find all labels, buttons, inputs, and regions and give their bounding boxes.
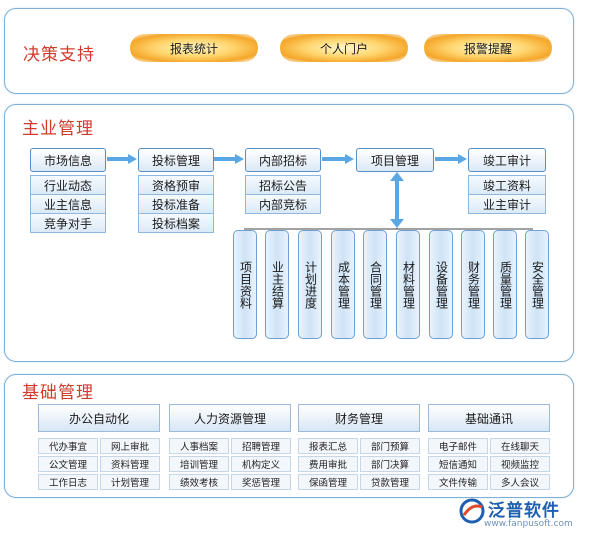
group-market-info-item[interactable]: 竞争对手 bbox=[30, 213, 106, 233]
main-business-title: 主业管理 bbox=[22, 119, 94, 139]
category-item[interactable]: 工作日志 bbox=[38, 474, 98, 490]
category-item[interactable]: 部门预算 bbox=[360, 438, 420, 454]
module-contract-management[interactable]: 合同管理 bbox=[363, 230, 387, 339]
category-human-resources: 人力资源管理 人事档案 招聘管理 培训管理 机构定义 绩效考核 奖惩管理 bbox=[169, 404, 291, 490]
category-item[interactable]: 培训管理 bbox=[169, 456, 229, 472]
category-item[interactable]: 保函管理 bbox=[298, 474, 358, 490]
category-item[interactable]: 在线聊天 bbox=[490, 438, 550, 454]
flow-arrow-icon bbox=[435, 154, 467, 164]
module-cost-management[interactable]: 成本管理 bbox=[331, 230, 355, 339]
category-item[interactable]: 费用审批 bbox=[298, 456, 358, 472]
base-management-title: 基础管理 bbox=[22, 383, 94, 403]
decision-support-title: 决策支持 bbox=[23, 45, 95, 65]
category-item[interactable]: 代办事宜 bbox=[38, 438, 98, 454]
group-internal-tender-head[interactable]: 内部招标 bbox=[245, 148, 321, 172]
category-item[interactable]: 视频监控 bbox=[490, 456, 550, 472]
group-market-info-head[interactable]: 市场信息 bbox=[30, 148, 106, 172]
pill-personal-portal[interactable]: 个人门户 bbox=[280, 34, 408, 62]
group-bid-management-item[interactable]: 投标准备 bbox=[138, 194, 214, 214]
group-bid-management-item[interactable]: 投标档案 bbox=[138, 213, 214, 233]
category-item[interactable]: 文件传输 bbox=[428, 474, 488, 490]
module-finance-management[interactable]: 财务管理 bbox=[461, 230, 485, 339]
module-material-management[interactable]: 材料管理 bbox=[396, 230, 420, 339]
category-item[interactable]: 多人会议 bbox=[490, 474, 550, 490]
group-bid-management-item[interactable]: 资格预审 bbox=[138, 175, 214, 195]
fanpu-logo-icon bbox=[459, 498, 485, 524]
group-bid-management-head[interactable]: 投标管理 bbox=[138, 148, 214, 172]
module-quality-management[interactable]: 质量管理 bbox=[493, 230, 517, 339]
module-owner-settlement[interactable]: 业主结算 bbox=[265, 230, 289, 339]
category-office-automation-head[interactable]: 办公自动化 bbox=[38, 404, 160, 432]
pill-report-statistics[interactable]: 报表统计 bbox=[130, 34, 258, 62]
logo-url: www.fanpusoft.com bbox=[484, 519, 573, 529]
group-completion-audit-head[interactable]: 竣工审计 bbox=[468, 148, 546, 172]
category-item[interactable]: 绩效考核 bbox=[169, 474, 229, 490]
module-safety-management[interactable]: 安全管理 bbox=[525, 230, 549, 339]
category-item[interactable]: 部门决算 bbox=[360, 456, 420, 472]
pill-alarm-reminder[interactable]: 报警提醒 bbox=[424, 34, 552, 62]
category-finance-management: 财务管理 报表汇总 部门预算 费用审批 部门决算 保函管理 贷款管理 bbox=[298, 404, 420, 490]
group-market-info-item[interactable]: 业主信息 bbox=[30, 194, 106, 214]
category-item[interactable]: 人事档案 bbox=[169, 438, 229, 454]
category-item[interactable]: 电子邮件 bbox=[428, 438, 488, 454]
logo-name: 泛普软件 bbox=[488, 501, 560, 521]
module-plan-progress[interactable]: 计划进度 bbox=[298, 230, 322, 339]
category-item[interactable]: 计划管理 bbox=[100, 474, 160, 490]
category-item[interactable]: 报表汇总 bbox=[298, 438, 358, 454]
category-item[interactable]: 短信通知 bbox=[428, 456, 488, 472]
category-human-resources-head[interactable]: 人力资源管理 bbox=[169, 404, 291, 432]
category-item[interactable]: 网上审批 bbox=[100, 438, 160, 454]
flow-arrow-icon bbox=[214, 154, 244, 164]
category-item[interactable]: 公文管理 bbox=[38, 456, 98, 472]
double-arrow-icon bbox=[390, 172, 404, 228]
category-item[interactable]: 招聘管理 bbox=[231, 438, 291, 454]
group-completion-audit-item[interactable]: 业主审计 bbox=[468, 194, 546, 214]
group-internal-tender-item[interactable]: 内部竞标 bbox=[245, 194, 321, 214]
category-finance-management-head[interactable]: 财务管理 bbox=[298, 404, 420, 432]
flow-arrow-icon bbox=[107, 154, 137, 164]
category-basic-communication-head[interactable]: 基础通讯 bbox=[428, 404, 550, 432]
decision-support-panel: 决策支持 报表统计 个人门户 报警提醒 bbox=[4, 8, 574, 94]
fanpu-logo: 泛普软件 www.fanpusoft.com bbox=[458, 497, 583, 537]
group-project-management-head[interactable]: 项目管理 bbox=[356, 148, 434, 172]
category-basic-communication: 基础通讯 电子邮件 在线聊天 短信通知 视频监控 文件传输 多人会议 bbox=[428, 404, 550, 490]
flow-arrow-icon bbox=[322, 154, 354, 164]
category-item[interactable]: 贷款管理 bbox=[360, 474, 420, 490]
group-market-info-item[interactable]: 行业动态 bbox=[30, 175, 106, 195]
module-equipment-management[interactable]: 设备管理 bbox=[429, 230, 453, 339]
group-completion-audit-item[interactable]: 竣工资料 bbox=[468, 175, 546, 195]
category-item[interactable]: 机构定义 bbox=[231, 456, 291, 472]
category-office-automation: 办公自动化 代办事宜 网上审批 公文管理 资料管理 工作日志 计划管理 bbox=[38, 404, 160, 490]
category-item[interactable]: 奖惩管理 bbox=[231, 474, 291, 490]
module-project-data[interactable]: 项目资料 bbox=[233, 230, 257, 339]
category-item[interactable]: 资料管理 bbox=[100, 456, 160, 472]
